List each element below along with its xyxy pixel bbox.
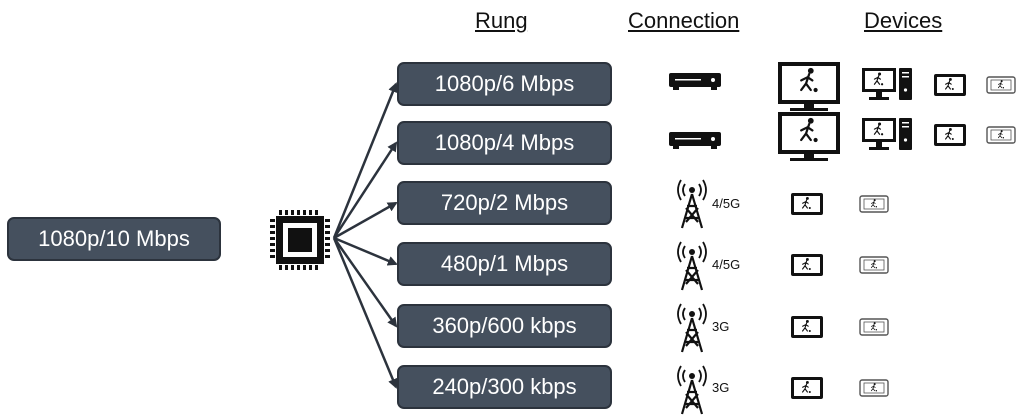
desktop-pc-icon (862, 118, 912, 150)
rung-box-1080p-6mbps: 1080p/6 Mbps (397, 62, 612, 106)
connection-label: 4/5G (712, 257, 741, 272)
processor-chip-icon (270, 210, 330, 270)
fanout-arrow (332, 82, 398, 239)
tablet-icon (791, 254, 823, 276)
connection-label: 4/5G (712, 196, 741, 211)
phone-icon (986, 126, 1016, 144)
set-top-box-icon (669, 73, 721, 90)
header-devices: Devices (864, 8, 943, 33)
tv-icon (778, 112, 840, 161)
desktop-pc-icon (862, 68, 912, 100)
connection-label: 3G (712, 319, 730, 334)
rung-box-240p-300kbps: 240p/300 kbps (397, 365, 612, 409)
cell-tower-icon (677, 179, 707, 229)
fanout-arrow (332, 237, 398, 328)
tablet-icon (791, 377, 823, 399)
connection-label: 3G (712, 380, 730, 395)
set-top-box-icon (669, 132, 721, 149)
phone-icon (859, 195, 889, 213)
tablet-icon (934, 124, 966, 146)
phone-icon (986, 76, 1016, 94)
cell-tower-icon (677, 241, 707, 291)
rung-box-360p-600kbps: 360p/600 kbps (397, 304, 612, 348)
fanout-arrow (332, 141, 398, 239)
cell-tower-icon (677, 303, 707, 353)
phone-icon (859, 256, 889, 274)
rung-box-1080p-4mbps: 1080p/4 Mbps (397, 121, 612, 165)
tablet-icon (791, 193, 823, 215)
header-rung: Rung (475, 8, 528, 33)
cell-tower-icon (677, 365, 707, 415)
tablet-icon (934, 74, 966, 96)
fanout-arrow (333, 201, 398, 240)
phone-icon (859, 318, 889, 336)
phone-icon (859, 379, 889, 397)
fanout-arrow (333, 236, 398, 266)
rung-box-720p-2mbps: 720p/2 Mbps (397, 181, 612, 225)
tablet-icon (791, 316, 823, 338)
header-connection: Connection (628, 8, 740, 33)
fanout-arrow (332, 237, 398, 389)
source-box: 1080p/10 Mbps (7, 217, 221, 261)
fanout-arrows (332, 82, 398, 389)
rung-box-480p-1mbps: 480p/1 Mbps (397, 242, 612, 286)
tv-icon (778, 62, 840, 111)
